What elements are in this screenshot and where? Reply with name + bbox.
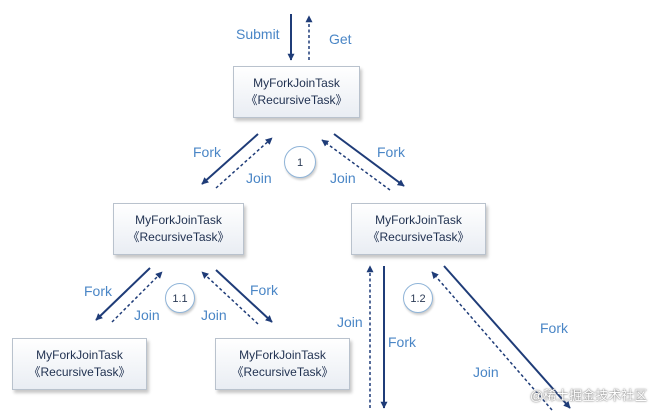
fork-label: Fork [540, 320, 568, 336]
join-label: Join [337, 314, 363, 330]
join-arrow-downright-right [431, 271, 553, 411]
step-1-1-badge: 1.1 [165, 283, 195, 313]
task-type: 《RecursiveTask》 [367, 230, 470, 244]
task-box-left-left: MyForkJoinTask 《RecursiveTask》 [12, 338, 147, 390]
task-name: MyForkJoinTask [375, 213, 462, 227]
join-label: Join [330, 170, 356, 186]
fork-arrow-root-left [201, 133, 259, 185]
fork-arrow-left-leftleft [95, 267, 151, 321]
step-1-badge: 1 [284, 146, 316, 178]
fork-arrow-root-right [333, 133, 405, 187]
task-name: MyForkJoinTask [253, 76, 340, 90]
join-arrow-leftright-left [201, 271, 259, 325]
step-1-2-badge: 1.2 [403, 283, 433, 313]
join-arrow-left-root [215, 137, 273, 189]
fork-arrow-right-downright [443, 265, 571, 409]
fork-arrow-left-leftright [215, 269, 273, 323]
join-arrow-leftleft-left [111, 271, 163, 323]
join-label: Join [201, 307, 227, 323]
submit-label: Submit [236, 26, 280, 42]
task-name: MyForkJoinTask [36, 348, 123, 362]
join-label: Join [246, 170, 272, 186]
task-name: MyForkJoinTask [239, 348, 326, 362]
task-type: 《RecursiveTask》 [245, 93, 348, 107]
task-box-left-right: MyForkJoinTask 《RecursiveTask》 [215, 338, 350, 390]
task-box-root: MyForkJoinTask 《RecursiveTask》 [233, 66, 360, 118]
fork-label: Fork [84, 283, 112, 299]
join-label: Join [134, 307, 160, 323]
fork-label: Fork [193, 144, 221, 160]
get-label: Get [329, 31, 352, 47]
fork-label: Fork [250, 282, 278, 298]
task-type: 《RecursiveTask》 [231, 365, 334, 379]
fork-label: Fork [377, 144, 405, 160]
join-label: Join [473, 364, 499, 380]
task-type: 《RecursiveTask》 [127, 230, 230, 244]
task-box-right: MyForkJoinTask 《RecursiveTask》 [351, 203, 486, 255]
task-type: 《RecursiveTask》 [28, 365, 131, 379]
fork-label: Fork [388, 334, 416, 350]
watermark-text: @稀土掘金技术社区 [530, 388, 648, 403]
task-name: MyForkJoinTask [135, 213, 222, 227]
task-box-left: MyForkJoinTask 《RecursiveTask》 [113, 203, 244, 255]
